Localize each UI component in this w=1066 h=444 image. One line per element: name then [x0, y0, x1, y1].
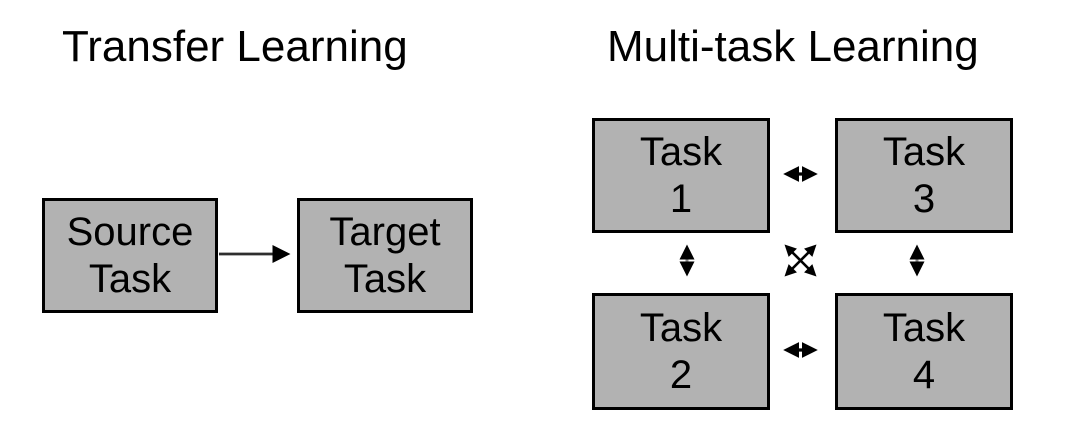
transfer-learning-title: Transfer Learning — [62, 22, 408, 71]
source-task-box: Source Task — [42, 198, 218, 313]
task-4-box: Task 4 — [835, 293, 1013, 410]
task2-task3-cross-arrow — [784, 244, 817, 277]
source-task-label: Source Task — [66, 210, 194, 301]
task-2-box: Task 2 — [592, 293, 770, 410]
task-3-label: Task 3 — [882, 130, 966, 221]
multitask-learning-title: Multi-task Learning — [607, 22, 979, 71]
target-task-label: Target Task — [329, 210, 441, 301]
task1-task4-cross-arrow — [784, 244, 817, 277]
task-4-label: Task 4 — [882, 306, 966, 397]
task-1-box: Task 1 — [592, 118, 770, 233]
task-1-label: Task 1 — [639, 130, 723, 221]
task-3-box: Task 3 — [835, 118, 1013, 233]
task-2-label: Task 2 — [639, 306, 723, 397]
target-task-box: Target Task — [297, 198, 473, 313]
